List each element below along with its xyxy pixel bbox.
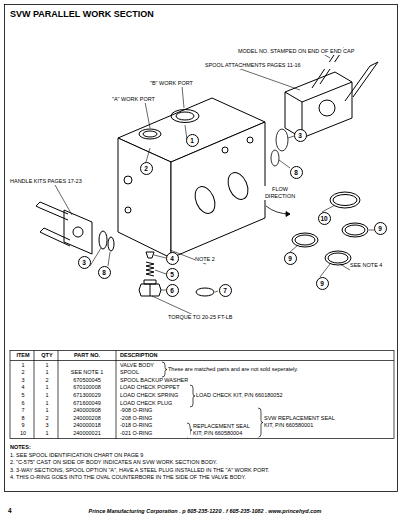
callout-circle: 6 xyxy=(166,284,179,297)
kit-note: REPLACEMENT SEAL KIT; P/N 660580004 xyxy=(193,423,259,437)
note-ref: SEE NOTE 4 xyxy=(350,262,396,269)
callout-circle: 10 xyxy=(318,212,331,225)
arrowhead xyxy=(286,212,290,217)
callout-circle: 5 xyxy=(166,268,179,281)
table-cell: 9 xyxy=(12,422,34,429)
table-cell: 5 xyxy=(12,392,34,399)
port-label: "A" WORK PORT xyxy=(112,96,182,103)
callout-number: 2 xyxy=(144,165,148,172)
table-cell: 1 xyxy=(36,384,58,391)
note-text: 1. SEE SPOOL IDENTIFICATION CHART ON PAG… xyxy=(10,452,390,459)
o-ring xyxy=(276,129,288,151)
callout-number: 9 xyxy=(288,255,292,262)
note-text: 2. "C-575" CAST ON SIDE OF BODY INDICATE… xyxy=(10,459,390,466)
callout-circle: 1 xyxy=(186,134,199,147)
table-cell: SPOOL BACKUP WASHER xyxy=(120,377,190,384)
table-cell: 3 xyxy=(36,422,58,429)
o-ring xyxy=(271,150,279,166)
callout-number: 1 xyxy=(190,137,194,144)
valve-body xyxy=(118,98,265,258)
table-cell: 1 xyxy=(36,400,58,407)
table-cell: 1 xyxy=(12,362,34,369)
table-header: QTY xyxy=(36,352,58,359)
callout-circle: 9 xyxy=(284,252,297,265)
callout-number: 9 xyxy=(378,225,382,232)
table-cell: 2 xyxy=(36,377,58,384)
callout-circle: 3 xyxy=(78,256,91,269)
table-cell: 2 xyxy=(36,415,58,422)
callout-circle: 3 xyxy=(294,129,307,142)
table-header: ITEM xyxy=(12,352,34,359)
table-cell: 1 xyxy=(36,362,58,369)
callout-number: 3 xyxy=(82,259,86,266)
note-text: NOTES: xyxy=(10,444,390,451)
table-cell: 240000908 xyxy=(60,407,114,414)
kit-note: LOAD CHECK KIT, P/N 660180052 xyxy=(196,392,316,399)
table-cell: 1 xyxy=(36,430,58,437)
table-cell: 8 xyxy=(12,415,34,422)
table-cell: 240000018 xyxy=(60,422,114,429)
table-cell: SEE NOTE 1 xyxy=(60,369,114,376)
callout-circle: 9 xyxy=(374,222,387,235)
page-frame xyxy=(5,5,398,492)
flow-label: FLOW DIRECTION xyxy=(262,186,298,200)
callout-circle: 8 xyxy=(98,266,111,279)
callout-label: HANDLE KITS PAGES 17-23 xyxy=(10,178,100,185)
callout-number: 10 xyxy=(320,215,327,222)
table-cell: LOAD CHECK PLUG xyxy=(120,400,190,407)
table-cell: 671600049 xyxy=(60,400,114,407)
note-ref: NOTE 2 xyxy=(195,256,229,263)
table-cell: 7 xyxy=(12,407,34,414)
port-label: "B" WORK PORT xyxy=(150,80,220,87)
table-header: PART NO. xyxy=(60,352,114,359)
table-cell: -208 O-RING xyxy=(120,415,190,422)
table-cell: 670500045 xyxy=(60,377,114,384)
callout-number: 8 xyxy=(294,169,298,176)
callout-circle: 4 xyxy=(166,252,179,265)
table-cell: -018 O-RING xyxy=(120,422,190,429)
table-cell: 1 xyxy=(36,407,58,414)
callout-label: MODEL NO. STAMPED ON END OF END CAP xyxy=(238,48,394,55)
table-cell: 6 xyxy=(12,400,34,407)
leader-lines xyxy=(55,52,374,318)
callout-number: 8 xyxy=(102,269,106,276)
table-cell: 671300029 xyxy=(60,392,114,399)
table-cell: 4 xyxy=(12,384,34,391)
callout-circle: 9 xyxy=(316,277,329,290)
torque-spec: TORQUE TO 20-25 FT-LB xyxy=(168,314,278,321)
table-cell: 2 xyxy=(12,369,34,376)
kit-note: These are matched parts and are not sold… xyxy=(168,366,388,373)
callout-number: 7 xyxy=(223,287,227,294)
table-header: DESCRIPTION xyxy=(120,352,220,359)
handle-flange xyxy=(36,202,114,254)
o-rings xyxy=(292,192,368,265)
footer-text: Prince Manufacturing Corporation . p 605… xyxy=(40,508,370,515)
callout-label: SPOOL ATTACHMENTS PAGES 11-16 xyxy=(205,62,335,69)
title: SVW PARALLEL WORK SECTION xyxy=(10,9,154,20)
callout-number: 3 xyxy=(298,132,302,139)
callout-number: 5 xyxy=(170,271,174,278)
callout-number: 6 xyxy=(170,287,174,294)
note-text: SVW REPLACEMENT SEAL KIT, P/N 660580001 xyxy=(264,415,344,429)
parts-table xyxy=(10,351,394,439)
table-cell: 670100008 xyxy=(60,384,114,391)
table-cell: 1 xyxy=(36,392,58,399)
table-cell: LOAD CHECK POPPET xyxy=(120,384,190,391)
table-cell: 1 xyxy=(36,369,58,376)
footer-text: 4. THIS O-RING GOES INTO THE OVAL COUNTE… xyxy=(10,474,394,481)
table-cell: 3 xyxy=(12,377,34,384)
callout-circle: 7 xyxy=(219,284,232,297)
kit-note: -021 O-RING xyxy=(120,430,190,437)
note-text: 3. 3-WAY SECTIONS, SPOOL OPTION "A", HAV… xyxy=(10,467,394,474)
callout-number: 4 xyxy=(170,255,174,262)
table-cell: -908 O-RING xyxy=(120,407,190,414)
table-cell: 10 xyxy=(12,430,34,437)
table-cell: 240000021 xyxy=(60,430,114,437)
footer-text: 4 xyxy=(8,507,20,514)
callout-circle: 8 xyxy=(290,166,303,179)
table-cell: 240000208 xyxy=(60,415,114,422)
callout-circle: 2 xyxy=(140,162,153,175)
callout-number: 9 xyxy=(320,280,324,287)
table-cell: LOAD CHECK SPRING xyxy=(120,392,190,399)
